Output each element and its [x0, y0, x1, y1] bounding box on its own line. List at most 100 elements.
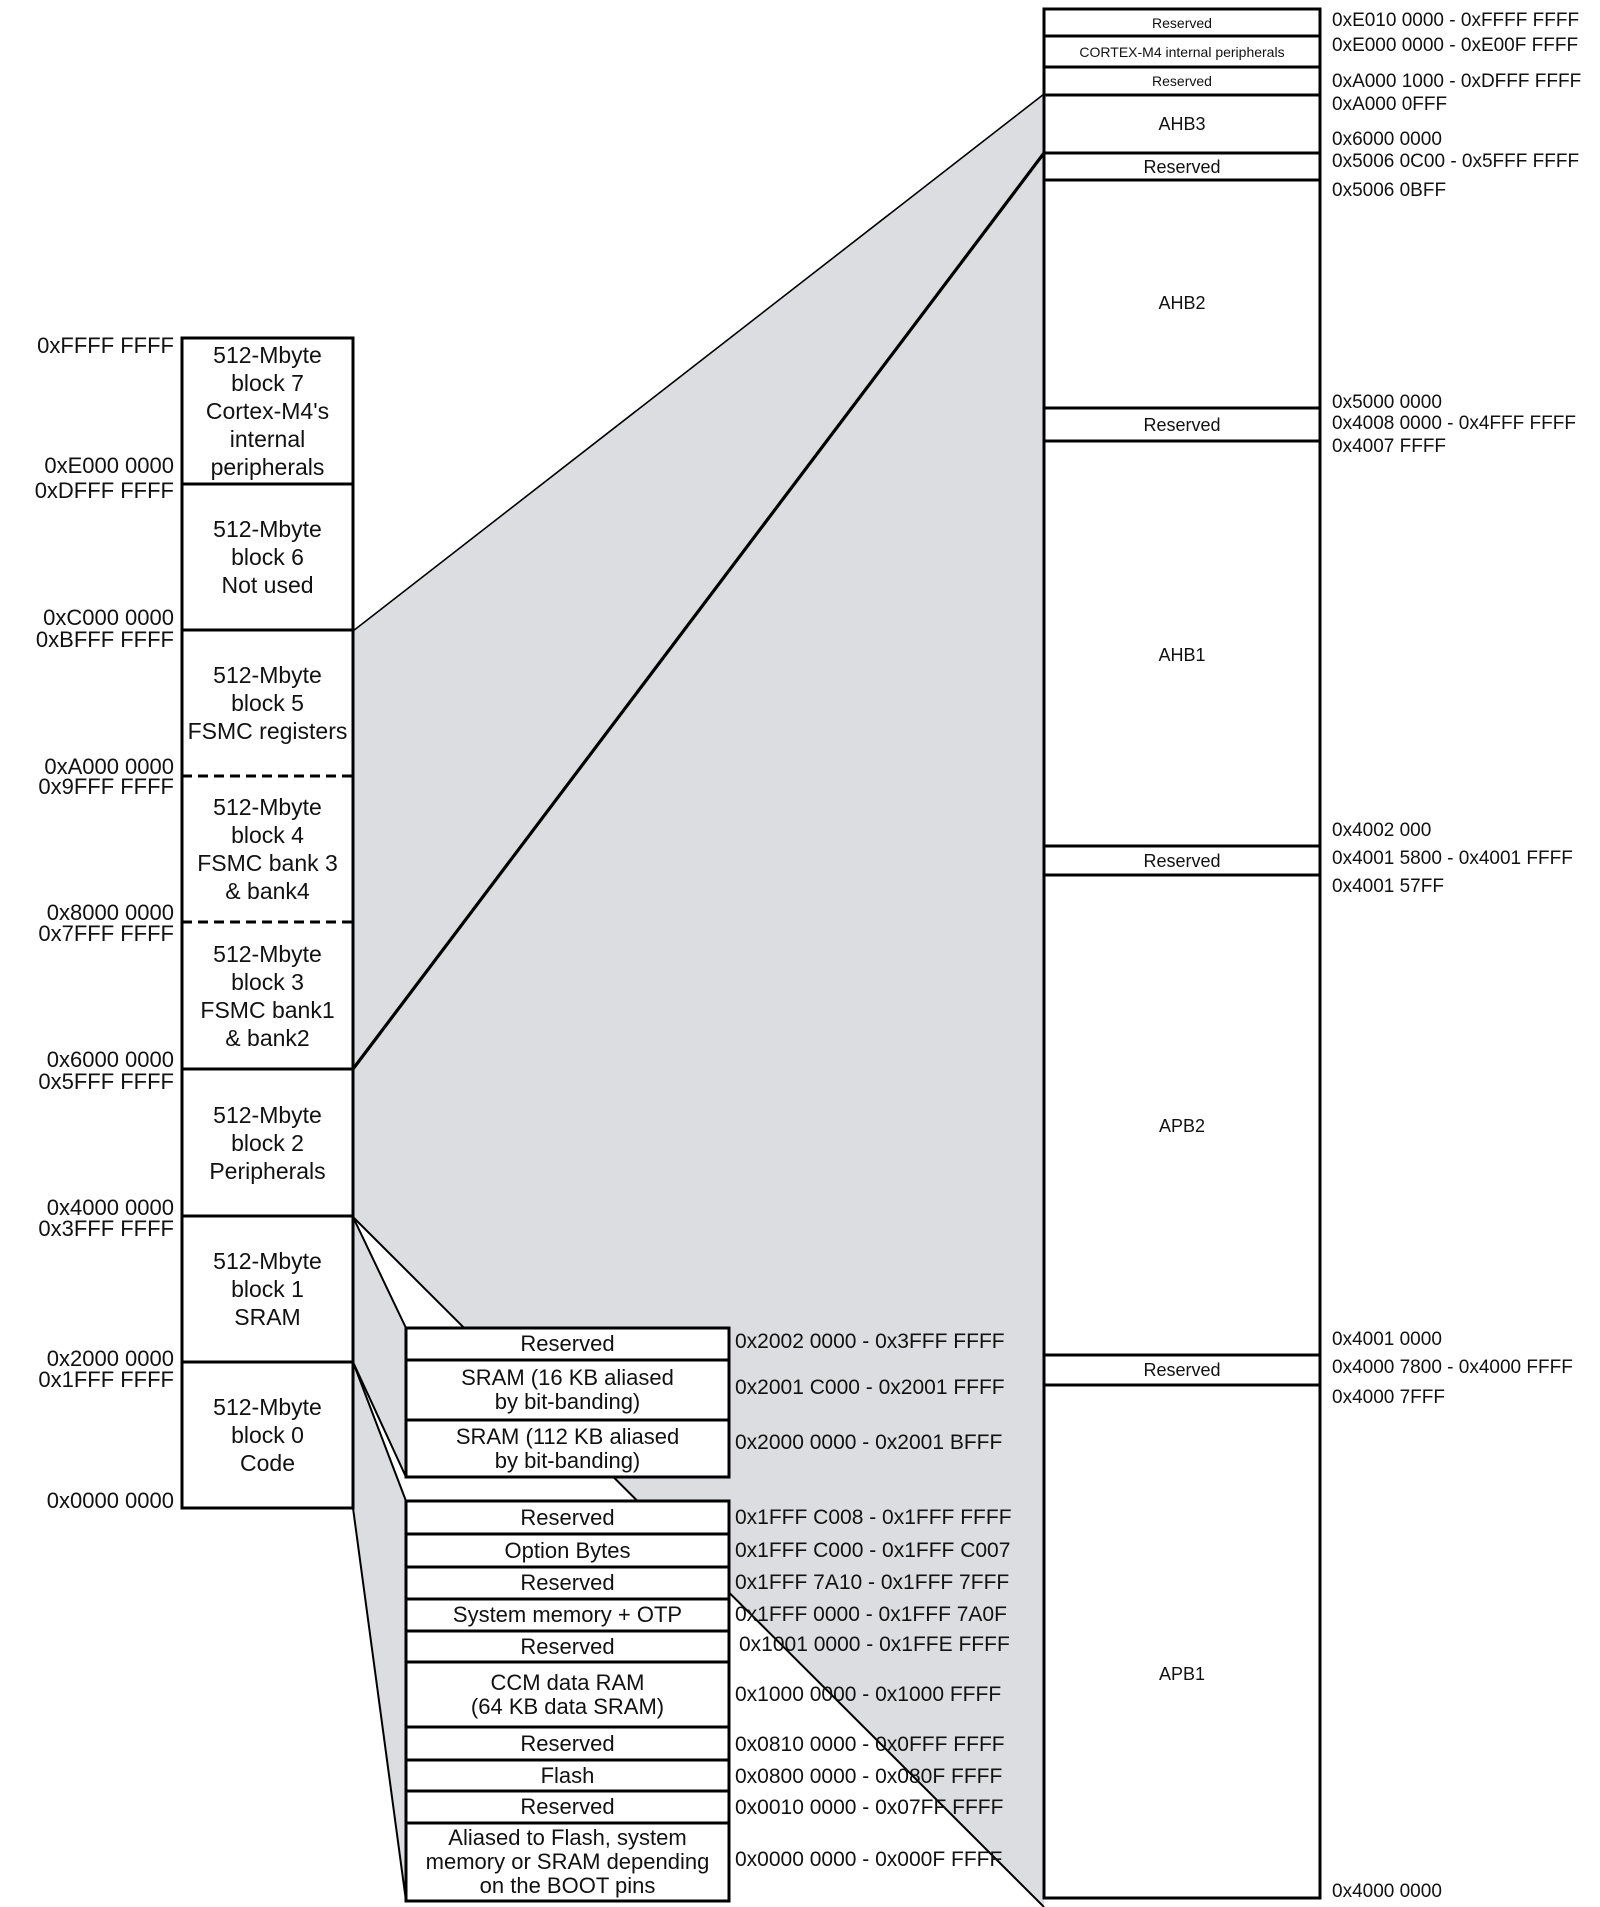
address-range-label: 0xE010 0000 - 0xFFFF FFFF	[1332, 10, 1580, 31]
peripheral-map-frame	[1042, 7, 1322, 1900]
address-range-label: 0x4001 5800 - 0x4001 FFFF	[1332, 848, 1573, 869]
code-region-reserved: Reserved	[409, 1567, 726, 1599]
address-range-label: 0x2002 0000 - 0x3FFF FFFF	[735, 1330, 1005, 1353]
address-range-label: 0x1FFF 0000 - 0x1FFF 7A0F	[735, 1603, 1007, 1626]
address-range-label: 0x4000 7800 - 0x4000 FFFF	[1332, 1357, 1573, 1378]
region-text-line: System memory + OTP	[452, 1602, 683, 1627]
address-range-label: 0x5006 0C00 - 0x5FFF FFFF	[1332, 151, 1580, 172]
address-label: 0xA000 0FFF	[1332, 94, 1448, 115]
address-label: 0x0000 0000	[46, 1488, 174, 1513]
address-range-label: 0x0010 0000 - 0x07FF FFFF	[735, 1796, 1004, 1819]
region-text-line: (64 KB data SRAM)	[470, 1693, 665, 1719]
region-cortex-m4-internal-peripherals: CORTEX-M4 internal peripherals	[1047, 36, 1317, 67]
address-range-label: 0x1001 0000 - 0x1FFE FFFF	[739, 1633, 1010, 1656]
region-reserved: Reserved	[1047, 408, 1317, 441]
region-ahb2: AHB2	[1047, 180, 1317, 408]
memory-block-6: 512-Mbyte block 6 Not used	[185, 484, 350, 630]
block-text-line: block 6	[231, 544, 304, 570]
code-region-option-bytes: Option Bytes	[409, 1534, 726, 1567]
sram-map-column	[404, 1326, 731, 1479]
address-label: 0xFFFF FFFF	[37, 333, 174, 358]
block-text-line: 512-Mbyte	[213, 1101, 322, 1128]
address-range-label: 0x1FFF C008 - 0x1FFF FFFF	[735, 1506, 1012, 1529]
peripheral-map-column	[1042, 7, 1322, 1900]
address-range-label: 0x2001 C000 - 0x2001 FFFF	[735, 1376, 1005, 1399]
block-text-line: 512-Mbyte	[213, 342, 322, 368]
address-label: 0x4002 000	[1332, 820, 1432, 841]
block-text-line: 512-Mbyte	[213, 940, 322, 967]
connector-sram-bottom-line	[352, 1361, 407, 1478]
block-text-line: & bank2	[225, 1024, 310, 1051]
address-label: 0x8000 0000	[46, 900, 174, 925]
sram-region-112kb: SRAM (112 KB aliased by bit-banding)	[409, 1420, 726, 1477]
region-text-line: Reserved	[520, 1570, 615, 1595]
block-text-line: 512-Mbyte	[213, 794, 322, 820]
address-label: 0xDFFF FFFF	[34, 478, 174, 503]
region-text-line: by bit-banding)	[494, 1389, 641, 1414]
region-text-line: Reserved	[520, 1504, 615, 1530]
region-ahb3: AHB3	[1047, 95, 1317, 153]
block-text-line: block 1	[231, 1276, 304, 1302]
block-text-line: Code	[240, 1450, 295, 1476]
memory-block-7: 512-Mbyte block 7 Cortex-M4's internal p…	[185, 338, 350, 484]
block-text-line: block 5	[231, 690, 304, 716]
block-text-line: 512-Mbyte	[213, 1394, 322, 1420]
sram-map-frame	[404, 1326, 731, 1479]
region-label: AHB1	[1158, 644, 1206, 665]
region-ahb1: AHB1	[1047, 441, 1317, 846]
address-label: 0x4000 0000	[1332, 1881, 1442, 1902]
address-label: 0x1FFF FFFF	[38, 1367, 174, 1392]
region-text-line: Reserved	[520, 1794, 615, 1819]
region-label: Reserved	[1143, 414, 1221, 435]
code-region-boot-alias: Aliased to Flash, system memory or SRAM …	[409, 1823, 726, 1901]
region-text-line: memory or SRAM depending	[425, 1849, 710, 1874]
block-text-line: Not used	[221, 572, 314, 598]
region-label: Reserved	[1152, 73, 1212, 89]
address-label: 0x3FFF FFFF	[38, 1216, 174, 1241]
region-text-line: Reserved	[520, 1331, 615, 1356]
address-range-label: 0x2000 0000 - 0x2001 BFFF	[735, 1431, 1003, 1454]
block-text-line: 512-Mbyte	[213, 662, 322, 688]
region-reserved: Reserved	[1047, 846, 1317, 875]
sram-region-reserved: Reserved	[409, 1328, 726, 1360]
region-apb2: APB2	[1047, 875, 1317, 1355]
address-label: 0x6000 0000	[46, 1047, 174, 1072]
address-range-label: 0xE000 0000 - 0xE00F FFFF	[1332, 35, 1579, 56]
connector-top-line	[352, 93, 1045, 632]
address-label: 0x4000 0000	[46, 1195, 174, 1220]
connector-code-bottom-line	[352, 1507, 407, 1902]
block-text-line: peripherals	[210, 454, 325, 480]
address-label: 0xA000 0000	[44, 754, 174, 779]
region-label: Reserved	[1143, 1360, 1221, 1380]
region-reserved: Reserved	[1047, 1355, 1317, 1385]
address-range-label: 0x4008 0000 - 0x4FFF FFFF	[1332, 413, 1576, 434]
connector-0x60000000-line	[351, 152, 1046, 1070]
address-label: 0x2000 0000	[46, 1346, 174, 1371]
address-label: 0x4001 0000	[1332, 1329, 1442, 1350]
block-text-line: 512-Mbyte	[213, 1248, 322, 1274]
region-apb1: APB1	[1047, 1385, 1317, 1898]
region-text-line: Option Bytes	[504, 1537, 631, 1563]
region-reserved: Reserved	[1047, 9, 1317, 36]
connector-sram-top-line	[352, 1216, 407, 1329]
region-label: APB2	[1158, 1116, 1206, 1136]
code-region-ccm-data-ram: CCM data RAM (64 KB data SRAM)	[409, 1662, 726, 1727]
address-range-label: 0x1000 0000 - 0x1000 FFFF	[735, 1683, 1002, 1706]
region-text-line: SRAM (16 KB aliased	[461, 1365, 674, 1390]
address-label: 0x5006 0BFF	[1332, 180, 1447, 201]
memory-block-2: 512-Mbyte block 2 Peripherals	[185, 1069, 350, 1216]
region-text-line: SRAM (112 KB aliased	[455, 1423, 680, 1449]
memory-block-0: 512-Mbyte block 0 Code	[185, 1362, 350, 1508]
address-range-label: 0x0810 0000 - 0x0FFF FFFF	[735, 1733, 1005, 1756]
block-text-line: Cortex-M4's	[205, 398, 330, 424]
code-region-reserved: Reserved	[409, 1727, 726, 1760]
address-range-label: 0xA000 1000 - 0xDFFF FFFF	[1332, 71, 1582, 92]
code-region-reserved: Reserved	[409, 1501, 726, 1534]
region-label: AHB3	[1158, 114, 1206, 134]
block-text-line: FSMC registers	[187, 718, 348, 744]
region-label: Reserved	[1152, 14, 1212, 31]
block-text-line: FSMC bank 3	[197, 850, 338, 876]
code-region-system-memory: System memory + OTP	[409, 1599, 726, 1631]
block-text-line: SRAM	[234, 1304, 301, 1330]
